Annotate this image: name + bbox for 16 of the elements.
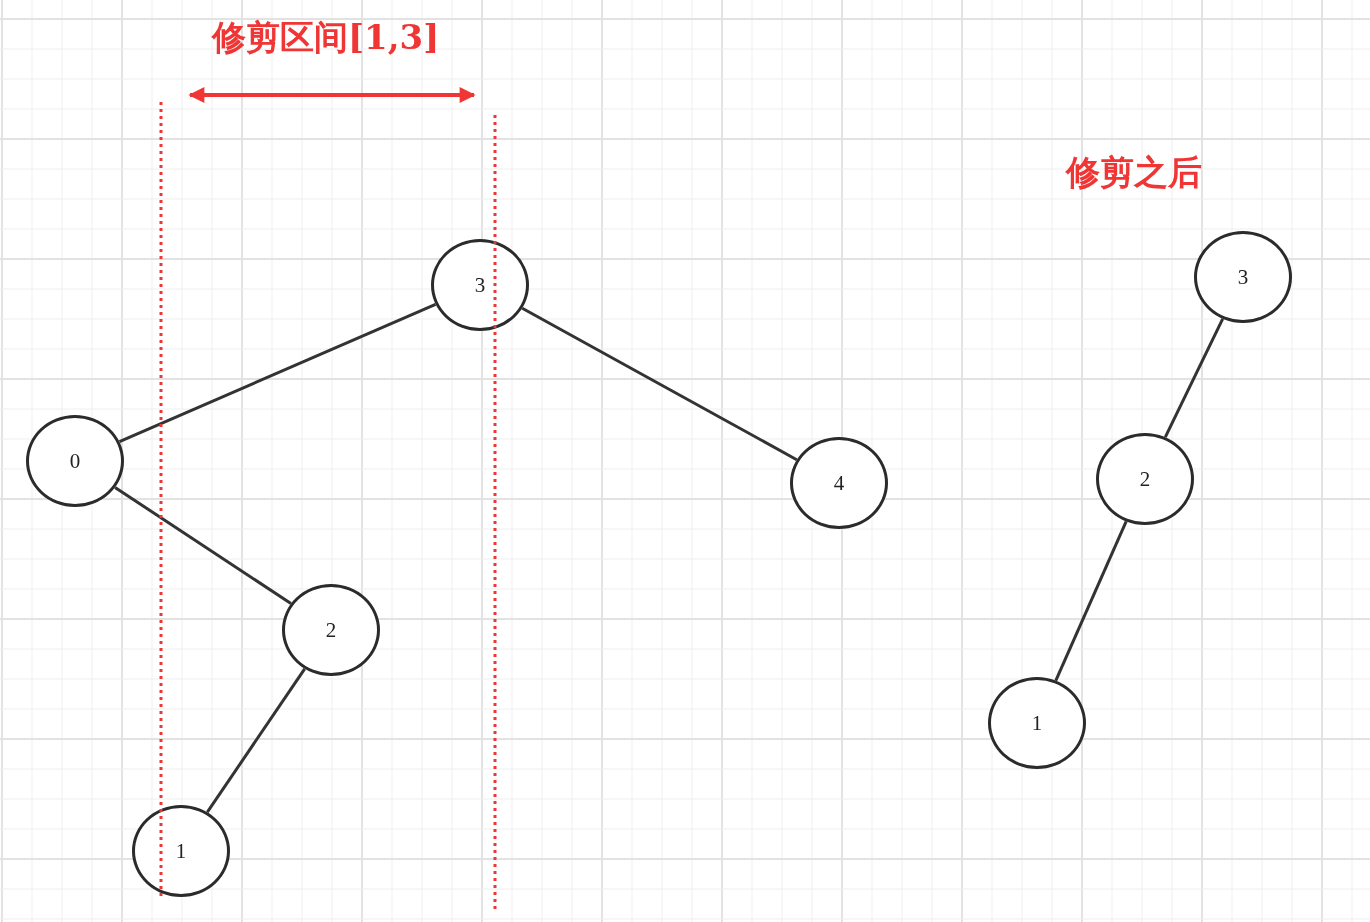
tree-edge xyxy=(114,486,292,605)
tree-node: 3 xyxy=(431,239,529,331)
tree-node: 1 xyxy=(132,805,230,897)
tree-node: 0 xyxy=(26,415,124,507)
heading-label: 修剪之后 xyxy=(1066,151,1202,194)
tree-edge xyxy=(118,302,437,444)
title: 修剪区间[1,3] xyxy=(212,16,440,59)
tree-edge xyxy=(521,307,798,461)
tree-node: 4 xyxy=(790,437,888,529)
tree-node: 1 xyxy=(988,677,1086,769)
tree-node: 3 xyxy=(1194,231,1292,323)
tree-edge xyxy=(206,667,306,814)
tree-edge xyxy=(1163,318,1225,438)
tree-node: 2 xyxy=(1096,433,1194,525)
tree-node: 2 xyxy=(282,584,380,676)
tree-edge xyxy=(1054,520,1128,682)
